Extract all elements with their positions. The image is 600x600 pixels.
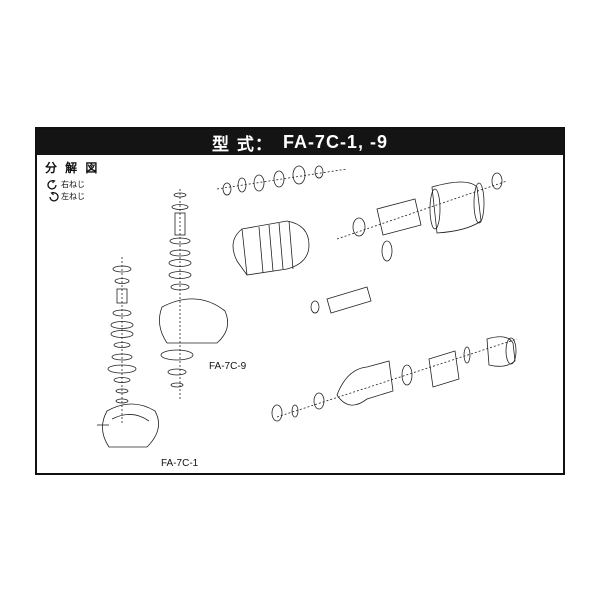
exploded-parts-drawing	[97, 165, 518, 448]
legend-right-label: 右ねじ	[61, 180, 85, 189]
rotor-assembly	[310, 172, 508, 314]
arrow-clockwise-icon	[47, 179, 57, 189]
exploded-view-sheet: 型 式： FA-7C-1, -9 分 解 図 右ねじ 左ねじ	[35, 127, 565, 475]
arrow-counterclockwise-icon	[49, 191, 59, 201]
title-bar: 型 式： FA-7C-1, -9	[37, 129, 563, 155]
grinder-body-assembly	[216, 165, 348, 276]
motor-assembly	[271, 336, 518, 422]
legend-right-hand-thread: 右ねじ	[47, 179, 85, 190]
type-label: 型 式：	[212, 134, 273, 155]
model-label: FA-7C-1, -9	[282, 131, 388, 152]
legend-left-hand-thread: 左ねじ	[47, 191, 85, 202]
variant-label-fa7c1: FA-7C-1	[161, 458, 199, 469]
left-column-parts	[97, 257, 159, 448]
variant-label-fa7c9: FA-7C-9	[209, 361, 247, 372]
legend-left-label: 左ねじ	[61, 192, 85, 201]
middle-column-parts	[159, 189, 229, 399]
diagram-heading: 分 解 図	[45, 161, 100, 175]
